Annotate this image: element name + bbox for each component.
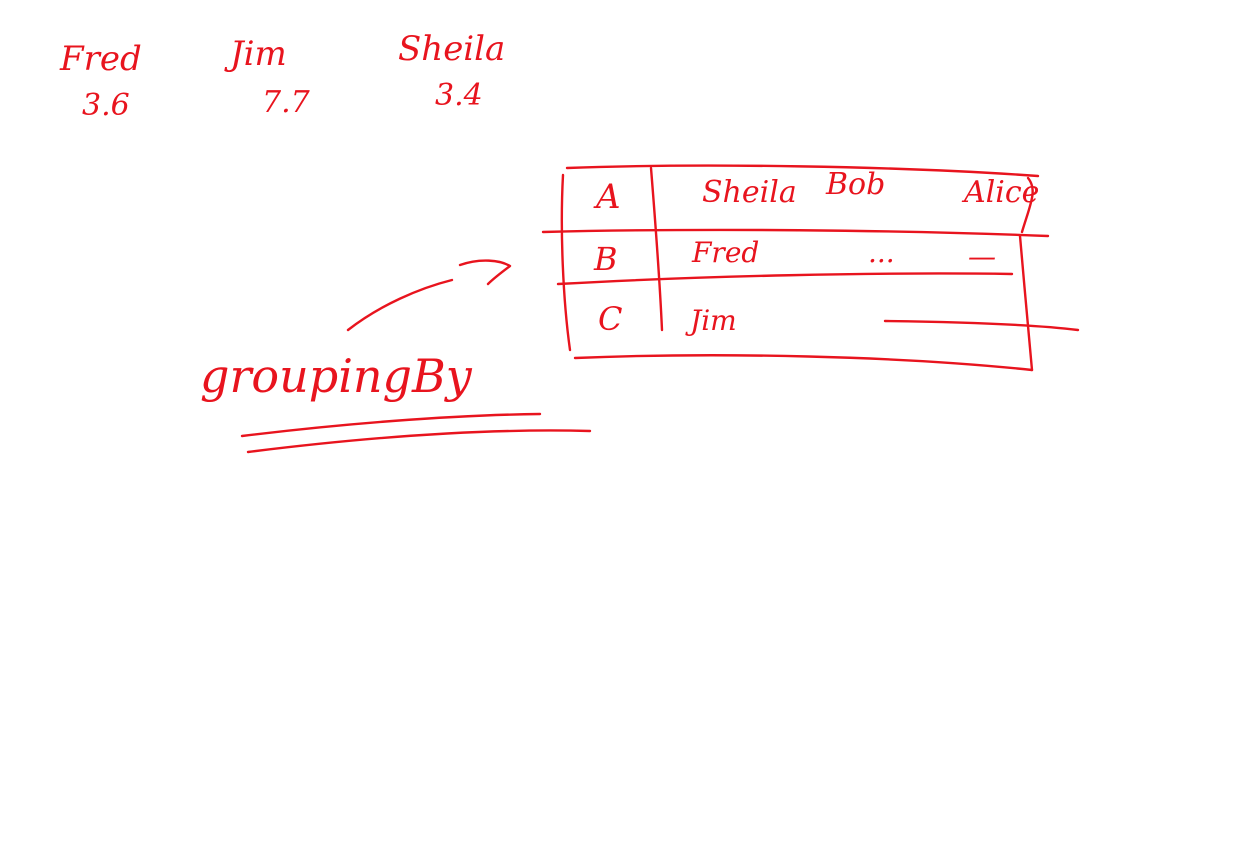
name-jim: Jim xyxy=(224,34,287,74)
table-column-divider xyxy=(649,166,664,332)
header-cell-bob: Bob xyxy=(825,167,885,202)
grouping-underline-2 xyxy=(246,429,592,454)
row-1-cell-dots: ... xyxy=(868,236,895,269)
grouping-label: groupingBy xyxy=(200,349,473,403)
table-row-divider-3 xyxy=(883,319,1080,332)
row-2-cell-jim: Jim xyxy=(685,304,737,337)
top-scores: Fred 3.6 Jim 7.7 Sheila 3.4 xyxy=(59,29,505,123)
table-border-bottom xyxy=(573,354,1034,372)
grouping-underline-1 xyxy=(240,412,542,438)
header-cell-sheila: Sheila xyxy=(702,175,797,210)
header-key: A xyxy=(593,177,621,217)
grouping-label-group: groupingBy xyxy=(200,349,592,454)
name-fred: Fred xyxy=(59,39,142,79)
table-corner-curve xyxy=(1020,176,1034,234)
table-row-divider-1 xyxy=(541,228,1050,238)
table-border-top xyxy=(565,164,1040,178)
arrow-head xyxy=(458,259,512,286)
row-2-key: C xyxy=(598,300,622,338)
row-1-cell-dash: — xyxy=(968,240,996,273)
table-border-left xyxy=(560,173,572,352)
table-row-divider-2 xyxy=(556,272,1014,286)
score-sheila: 3.4 xyxy=(435,78,483,113)
arrow-shaft xyxy=(346,278,454,332)
arrow-to-table xyxy=(346,259,512,332)
row-1-key: B xyxy=(593,240,618,278)
name-sheila: Sheila xyxy=(398,29,505,69)
header-cell-alice: Alice xyxy=(961,175,1039,210)
score-fred: 3.6 xyxy=(82,88,130,123)
table-border-right xyxy=(1018,234,1034,372)
score-jim: 7.7 xyxy=(262,85,311,120)
grouping-table: A B C Sheila Bob Alice Fred ... — Jim xyxy=(541,164,1080,372)
row-1-cell-fred: Fred xyxy=(691,236,759,269)
